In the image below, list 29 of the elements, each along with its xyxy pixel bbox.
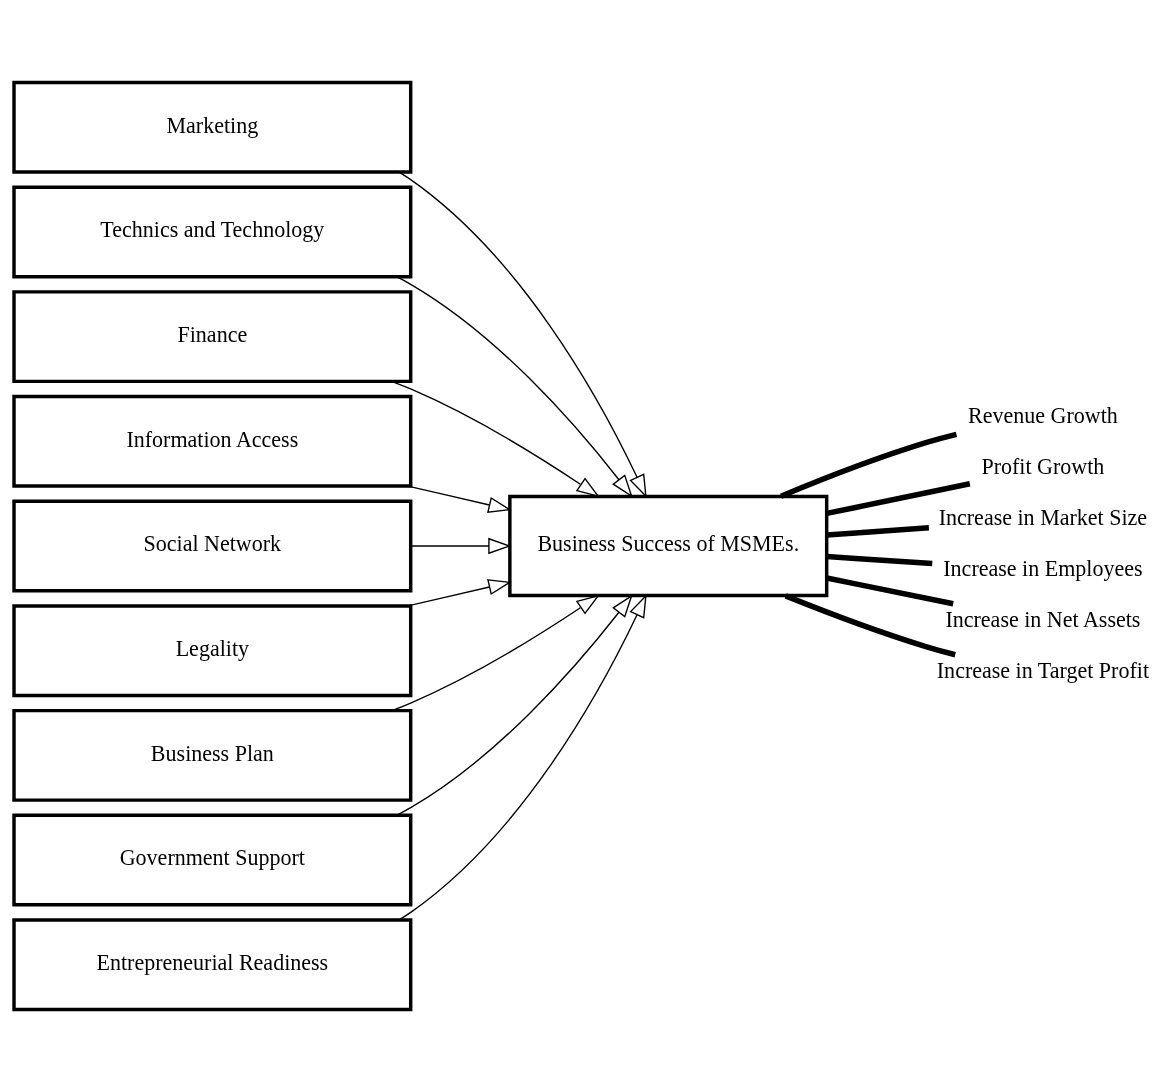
connector [826, 553, 933, 566]
node-text: Revenue Growth [968, 402, 1118, 428]
node-box: Social Network [12, 499, 413, 592]
node-box: Entrepreneurial Readiness [12, 917, 413, 1011]
node-text: Increase in Employees [943, 555, 1143, 581]
arrow [396, 275, 633, 498]
node-box: Legality [12, 603, 413, 697]
arrow [407, 578, 512, 607]
node-box: Government Support [12, 813, 413, 907]
connector [784, 592, 956, 657]
node-box: Information Access [12, 394, 413, 488]
connector [779, 431, 958, 499]
node-box: Technics and Technology [12, 184, 413, 278]
connector [826, 480, 971, 516]
node-text: Increase in Target Profit [936, 657, 1150, 683]
arrow [410, 537, 512, 554]
node-box: Business Success of MSMEs. [508, 494, 829, 597]
node-text: Increase in Net Assets [945, 606, 1141, 632]
arrow [391, 380, 600, 497]
arrow [407, 485, 512, 513]
node-box: Marketing [12, 80, 413, 174]
arrow [391, 594, 600, 711]
node-box: Finance [12, 289, 413, 383]
node-text: Profit Growth [981, 453, 1105, 479]
connector [826, 524, 930, 538]
arrow [398, 170, 647, 498]
node-box: Business Plan [12, 708, 413, 802]
node-text: Increase in Market Size [938, 504, 1148, 530]
connector [826, 574, 954, 606]
